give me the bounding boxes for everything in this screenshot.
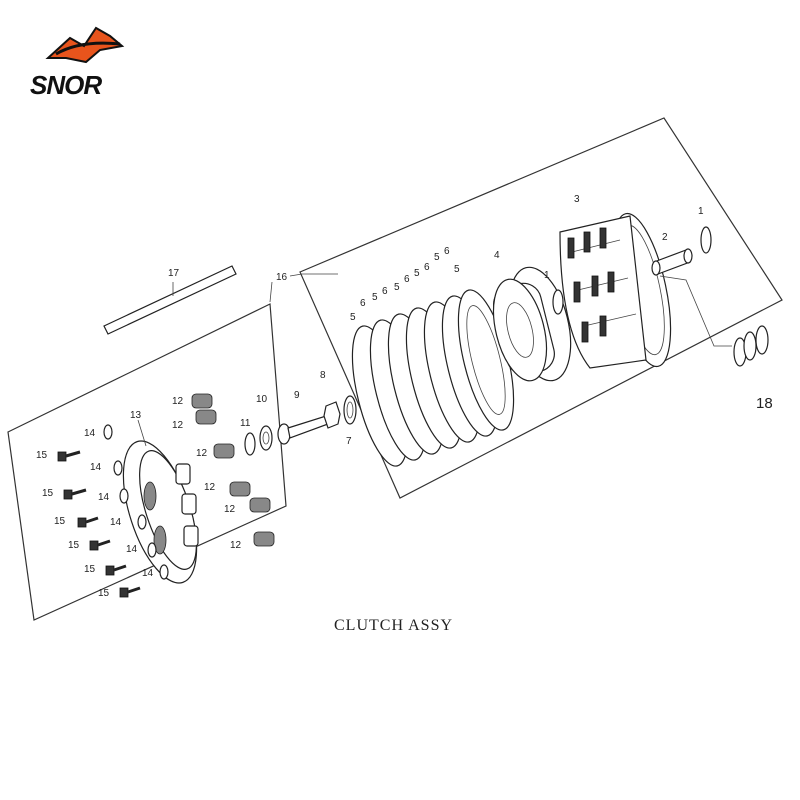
label-4: 4 <box>494 250 500 261</box>
logo-swoosh-icon <box>55 41 121 56</box>
label-6c: 6 <box>404 274 410 285</box>
part-8-nut <box>323 401 341 429</box>
label-14a: 14 <box>84 428 96 439</box>
label-6a: 6 <box>360 298 366 309</box>
label-8: 8 <box>320 370 326 381</box>
label-12d: 12 <box>204 482 216 493</box>
part-1-washer-right <box>700 226 712 254</box>
part-10-bearing <box>259 425 273 451</box>
leader-16b <box>269 281 273 303</box>
part-9-lifter-shaft <box>277 415 329 445</box>
label-15c: 15 <box>54 516 66 527</box>
label-13: 13 <box>130 410 142 421</box>
label-11: 11 <box>240 418 251 429</box>
label-18: 18 <box>756 395 773 412</box>
label-5f: 5 <box>454 264 460 275</box>
part-1-washer-mid <box>552 289 564 315</box>
part-2-sleeve <box>651 248 693 276</box>
label-14b: 14 <box>90 462 102 473</box>
part-14-washers <box>103 424 169 580</box>
label-17: 17 <box>168 268 180 279</box>
label-5c: 5 <box>394 282 400 293</box>
label-6b: 6 <box>382 286 388 297</box>
label-14c: 14 <box>98 492 110 503</box>
part-7-washer <box>343 395 357 425</box>
part-13-pressure-plate <box>122 419 199 584</box>
label-2: 2 <box>662 232 668 243</box>
label-12e: 12 <box>224 504 236 515</box>
label-1b: 1 <box>698 206 704 217</box>
label-12f: 12 <box>230 540 242 551</box>
part-labels: 17 16 13 14 14 14 14 14 14 15 15 15 15 1… <box>36 194 773 599</box>
part-5-6-clutch-plates <box>351 289 515 467</box>
part-17-pushrod <box>103 265 237 335</box>
part-12-springs <box>191 393 275 547</box>
part-11-washer <box>244 432 256 456</box>
label-6e: 6 <box>444 246 450 257</box>
label-14e: 14 <box>126 544 138 555</box>
label-12c: 12 <box>196 448 208 459</box>
label-15d: 15 <box>68 540 80 551</box>
label-15a: 15 <box>36 450 48 461</box>
leader-16 <box>289 273 338 277</box>
label-15b: 15 <box>42 488 54 499</box>
label-5a: 5 <box>350 312 356 323</box>
logo-text: SNOR <box>30 70 102 100</box>
label-16: 16 <box>276 272 288 283</box>
label-12a: 12 <box>172 396 184 407</box>
part-18-rings <box>733 325 769 367</box>
label-5b: 5 <box>372 292 378 303</box>
part-3-clutch-basket <box>559 212 672 369</box>
label-14d: 14 <box>110 517 122 528</box>
label-14f: 14 <box>142 568 154 579</box>
label-9: 9 <box>294 390 300 401</box>
label-5e: 5 <box>434 252 440 263</box>
label-7: 7 <box>346 436 352 447</box>
diagram-caption: CLUTCH ASSY <box>334 617 453 634</box>
label-1a: 1 <box>544 270 550 281</box>
label-15e: 15 <box>84 564 96 575</box>
label-3: 3 <box>574 194 580 205</box>
part-15-bolts <box>57 450 141 598</box>
leader-18 <box>659 275 732 347</box>
label-15f: 15 <box>98 588 110 599</box>
brand-logo: SNOR <box>30 26 125 100</box>
label-12b: 12 <box>172 420 184 431</box>
label-10: 10 <box>256 394 268 405</box>
label-6d: 6 <box>424 262 430 273</box>
label-5d: 5 <box>414 268 420 279</box>
left-panel-outline <box>7 303 287 621</box>
